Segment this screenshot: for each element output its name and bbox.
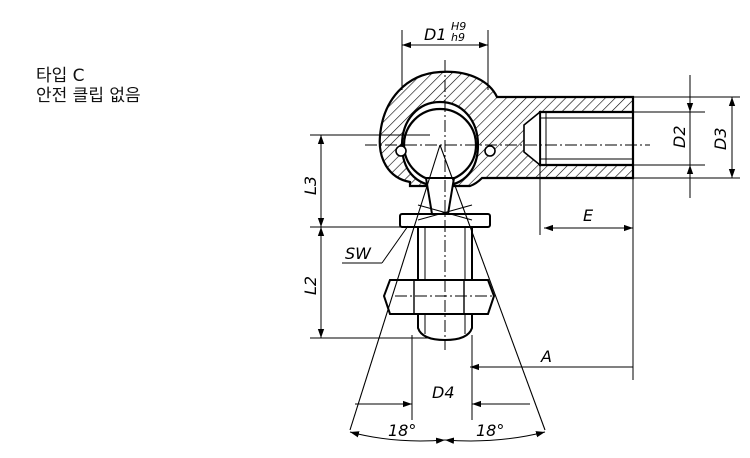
label-a: A [540, 347, 552, 366]
label-d1: D1 [424, 25, 447, 44]
dimension-labels: D1 H9 h9 D2 D3 E L3 L2 SW A D4 18° 18° [301, 20, 730, 440]
label-l2: L2 [301, 276, 320, 295]
label-sw: SW [345, 244, 372, 263]
housing-section [378, 70, 635, 188]
label-d1-tol-lower: h9 [451, 31, 465, 44]
label-l3: L3 [301, 176, 320, 195]
center-lines [365, 60, 650, 350]
label-d4: D4 [432, 383, 455, 402]
caption: 타입 C 안전 클립 없음 [36, 66, 141, 106]
label-d3: D3 [711, 128, 730, 151]
caption-type: 타입 C [36, 66, 85, 86]
label-e: E [583, 206, 594, 225]
extension-lines [310, 30, 740, 420]
label-d1-tol-upper: H9 [451, 20, 466, 33]
label-angle-right: 18° [476, 421, 504, 440]
label-angle-left: 18° [388, 421, 416, 440]
dimension-lines [317, 41, 736, 444]
swivel-cone [349, 144, 546, 431]
label-d2: D2 [670, 126, 689, 149]
caption-variant: 안전 클립 없음 [36, 86, 141, 106]
ball-stud [382, 177, 496, 342]
